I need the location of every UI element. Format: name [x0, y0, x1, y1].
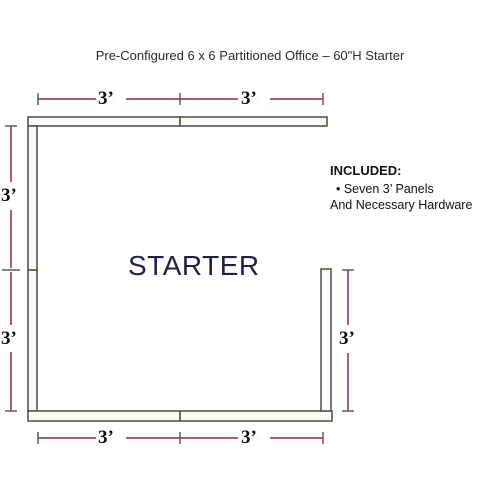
bottom-panels	[27, 410, 333, 422]
included-heading: INCLUDED:	[330, 163, 402, 178]
included-item-hardware: And Necessary Hardware	[330, 198, 473, 212]
panel-bottom-right	[179, 410, 333, 422]
panel-top-left	[27, 116, 181, 127]
dim-label-bottom-right: 3’	[241, 427, 257, 448]
dim-label-right: 3’	[339, 328, 355, 349]
panel-right	[320, 268, 332, 412]
dim-label-bottom-left: 3’	[98, 427, 114, 448]
panel-left-upper	[27, 125, 38, 271]
panel-top-right	[179, 116, 328, 127]
diagram-title: Pre-Configured 6 x 6 Partitioned Office …	[95, 48, 405, 63]
included-list: INCLUDED: • Seven 3’ Panels And Necessar…	[330, 163, 472, 214]
panel-left-lower	[27, 269, 38, 412]
center-label: STARTER	[128, 250, 260, 281]
dim-label-left-lower: 3’	[1, 328, 17, 349]
dimension-lines	[2, 93, 354, 444]
top-panels	[27, 116, 328, 127]
left-panels	[27, 125, 38, 412]
dim-label-left-upper: 3’	[1, 185, 17, 206]
panel-bottom-left	[27, 410, 181, 422]
dim-label-top-right: 3’	[241, 88, 257, 109]
included-item-panels: • Seven 3’ Panels	[336, 182, 434, 196]
dim-label-top-left: 3’	[98, 88, 114, 109]
